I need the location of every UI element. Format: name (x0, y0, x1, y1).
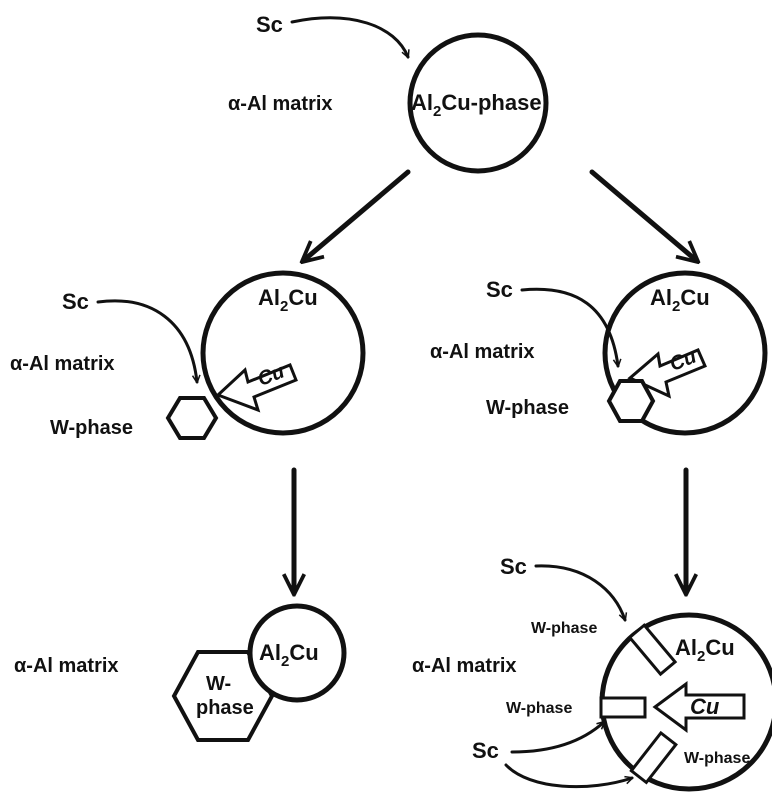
sc-diffusion-arrow-right (520, 287, 618, 366)
sc-label-left: Sc (62, 289, 89, 314)
cu-diffusion-arrow-left (215, 363, 298, 413)
al2cu-label-small: Al2Cu (259, 640, 319, 670)
branch-arrow-right (589, 169, 697, 261)
al2cu-label-left: Al2Cu (258, 285, 318, 315)
w-phase-label-right: W-phase (486, 397, 569, 419)
al2cu-particle-small (247, 603, 347, 703)
sc-label-bottom-lower: Sc (472, 738, 499, 763)
sc-diffusion-arrow-bottom-top (534, 564, 625, 620)
stage-right-nucleation: Al2Cu Cu W-phase α-Al matrix Sc (430, 270, 768, 436)
branch-arrow-left (303, 169, 411, 261)
stage-left-final: W- phase Al2Cu α-Al matrix (14, 603, 347, 742)
stage-right-final: Al2Cu Cu W-phase W-phase W-phase α-Al ma… (412, 554, 772, 792)
al2cu-phase-label: Al2Cu-phase (411, 90, 542, 120)
w-phase-plate-middle (599, 696, 647, 719)
w-phase-label-top: W-phase (531, 620, 597, 637)
cu-label-bottom: Cu (690, 694, 720, 719)
sc-label: Sc (256, 12, 283, 37)
sc-label-bottom-top: Sc (500, 554, 527, 579)
w-phase-hexagon-left (165, 396, 219, 440)
cu-diffusion-arrow-bottom (652, 681, 746, 733)
stage-left-nucleation: Al2Cu Cu W-phase α-Al matrix Sc (10, 270, 366, 440)
al2cu-label-bottom-right: Al2Cu (675, 635, 735, 665)
stage-initial: Al2Cu-phase α-Al matrix Sc (228, 12, 549, 174)
matrix-label-left: α-Al matrix (10, 353, 115, 375)
sc-diffusion-arrow-bottom-lower-b (504, 763, 632, 789)
al2cu-particle-left (200, 270, 366, 436)
sc-diffusion-arrow-left (96, 299, 197, 382)
sc-diffusion-arrow-bottom-lower-a (510, 722, 604, 754)
w-phase-label-middle: W-phase (506, 700, 572, 717)
w-phase-label-bottom: W-phase (684, 750, 750, 767)
sc-diffusion-arrow (290, 16, 408, 57)
w-phase-label-split-bottom: phase (196, 697, 254, 719)
sc-label-right: Sc (486, 277, 513, 302)
matrix-label-bottom-left: α-Al matrix (14, 655, 119, 677)
matrix-label-right: α-Al matrix (430, 341, 535, 363)
al2cu-phase-particle (407, 32, 549, 174)
w-phase-plate-bottom (629, 730, 678, 785)
matrix-label-bottom-right: α-Al matrix (412, 655, 517, 677)
cu-diffusion-arrow-right (627, 348, 707, 399)
w-phase-hexagon-right (606, 379, 656, 423)
w-phase-label-split-top: W- (206, 673, 231, 695)
matrix-label: α-Al matrix (228, 93, 333, 115)
w-phase-plate-top (627, 623, 678, 677)
w-phase-label-left: W-phase (50, 417, 133, 439)
al2cu-label-right: Al2Cu (650, 285, 710, 315)
